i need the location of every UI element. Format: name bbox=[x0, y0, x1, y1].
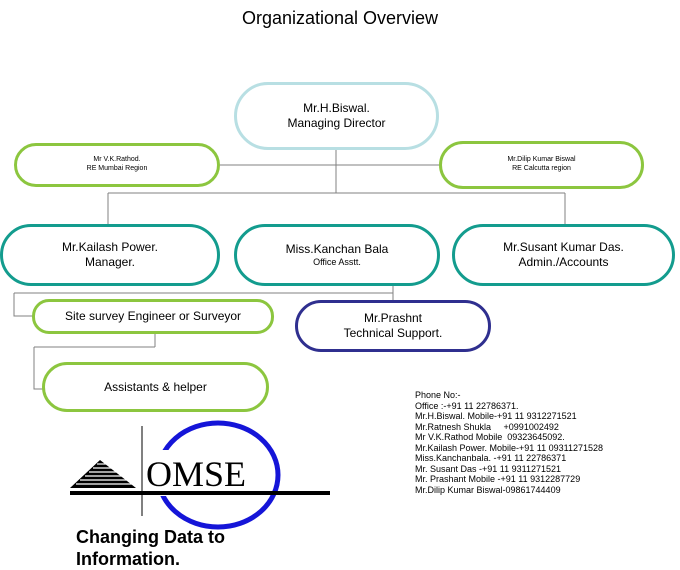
office-asstt-node: Miss.Kanchan Bala Office Asstt. bbox=[234, 224, 440, 286]
phone-list: Phone No:- Office :-+91 11 22786371. Mr.… bbox=[415, 390, 603, 495]
assistants-label: Assistants & helper bbox=[104, 379, 207, 394]
phone-heading: Phone No:- bbox=[415, 390, 461, 400]
office-role: Office Asstt. bbox=[313, 256, 361, 267]
md-name: Mr.H.Biswal. bbox=[303, 101, 370, 115]
manager-name: Mr.Kailash Power. bbox=[61, 240, 159, 254]
tech-role: Technical Support. bbox=[343, 326, 443, 340]
office-name: Miss.Kanchan Bala bbox=[285, 241, 389, 256]
phone-line: Mr.Kailash Power. Mobile-+91 11 09311271… bbox=[415, 442, 604, 453]
calcutta-role: RE Calcutta region bbox=[512, 165, 571, 172]
mumbai-role: RE Mumbai Region bbox=[86, 165, 148, 172]
phone-line: Mr.Ratnesh Shukla +0991002492 bbox=[415, 421, 559, 432]
calcutta-region-node: Mr.Dilip Kumar Biswal RE Calcutta region bbox=[439, 141, 644, 189]
phone-line: Miss.Kanchanbala. -+91 11 22786371 bbox=[415, 453, 567, 463]
surveyor-label: Site survey Engineer or Surveyor bbox=[64, 309, 242, 323]
phone-line: Mr V.K.Rathod Mobile 09323645092. bbox=[415, 432, 565, 442]
admin-accounts-node: Mr.Susant Kumar Das. Admin./Accounts bbox=[452, 224, 675, 286]
managing-director-node: Mr.H.Biswal. Managing Director bbox=[234, 82, 439, 150]
tagline-line1: Changing Data to bbox=[76, 527, 225, 547]
page-title: Organizational Overview bbox=[241, 8, 439, 28]
phone-line: Mr. Prashant Mobile -+91 11 9312287729 bbox=[415, 474, 581, 484]
admin-role: Admin./Accounts bbox=[518, 255, 609, 269]
tagline-line2: Information. bbox=[76, 549, 180, 569]
manager-role: Manager. bbox=[84, 255, 136, 269]
phone-line: Mr. Susant Das -+91 11 9311271521 bbox=[415, 463, 562, 474]
tech-name: Mr.Prashnt bbox=[363, 311, 423, 325]
phone-line: Mr.Dilip Kumar Biswal-09861744409 bbox=[415, 484, 561, 495]
mumbai-name: Mr V.K.Rathod. bbox=[93, 156, 141, 164]
assistants-node: Assistants & helper bbox=[42, 362, 269, 412]
calcutta-name: Mr.Dilip Kumar Biswal bbox=[507, 156, 576, 164]
logo-text: OMSE bbox=[146, 454, 246, 494]
omse-logo-icon: OMSE bbox=[70, 420, 330, 530]
tagline: Changing Data to Information. bbox=[76, 526, 225, 570]
md-role: Managing Director bbox=[287, 116, 386, 130]
surveyor-node: Site survey Engineer or Surveyor bbox=[32, 299, 274, 334]
phone-line: Mr.H.Biswal. Mobile-+91 11 9312271521 bbox=[415, 411, 577, 421]
technical-support-node: Mr.Prashnt Technical Support. bbox=[295, 300, 491, 352]
manager-node: Mr.Kailash Power. Manager. bbox=[0, 224, 220, 286]
mumbai-region-node: Mr V.K.Rathod. RE Mumbai Region bbox=[14, 143, 220, 187]
phone-line: Office :-+91 11 22786371. bbox=[415, 400, 519, 411]
admin-name: Mr.Susant Kumar Das. bbox=[503, 240, 624, 254]
